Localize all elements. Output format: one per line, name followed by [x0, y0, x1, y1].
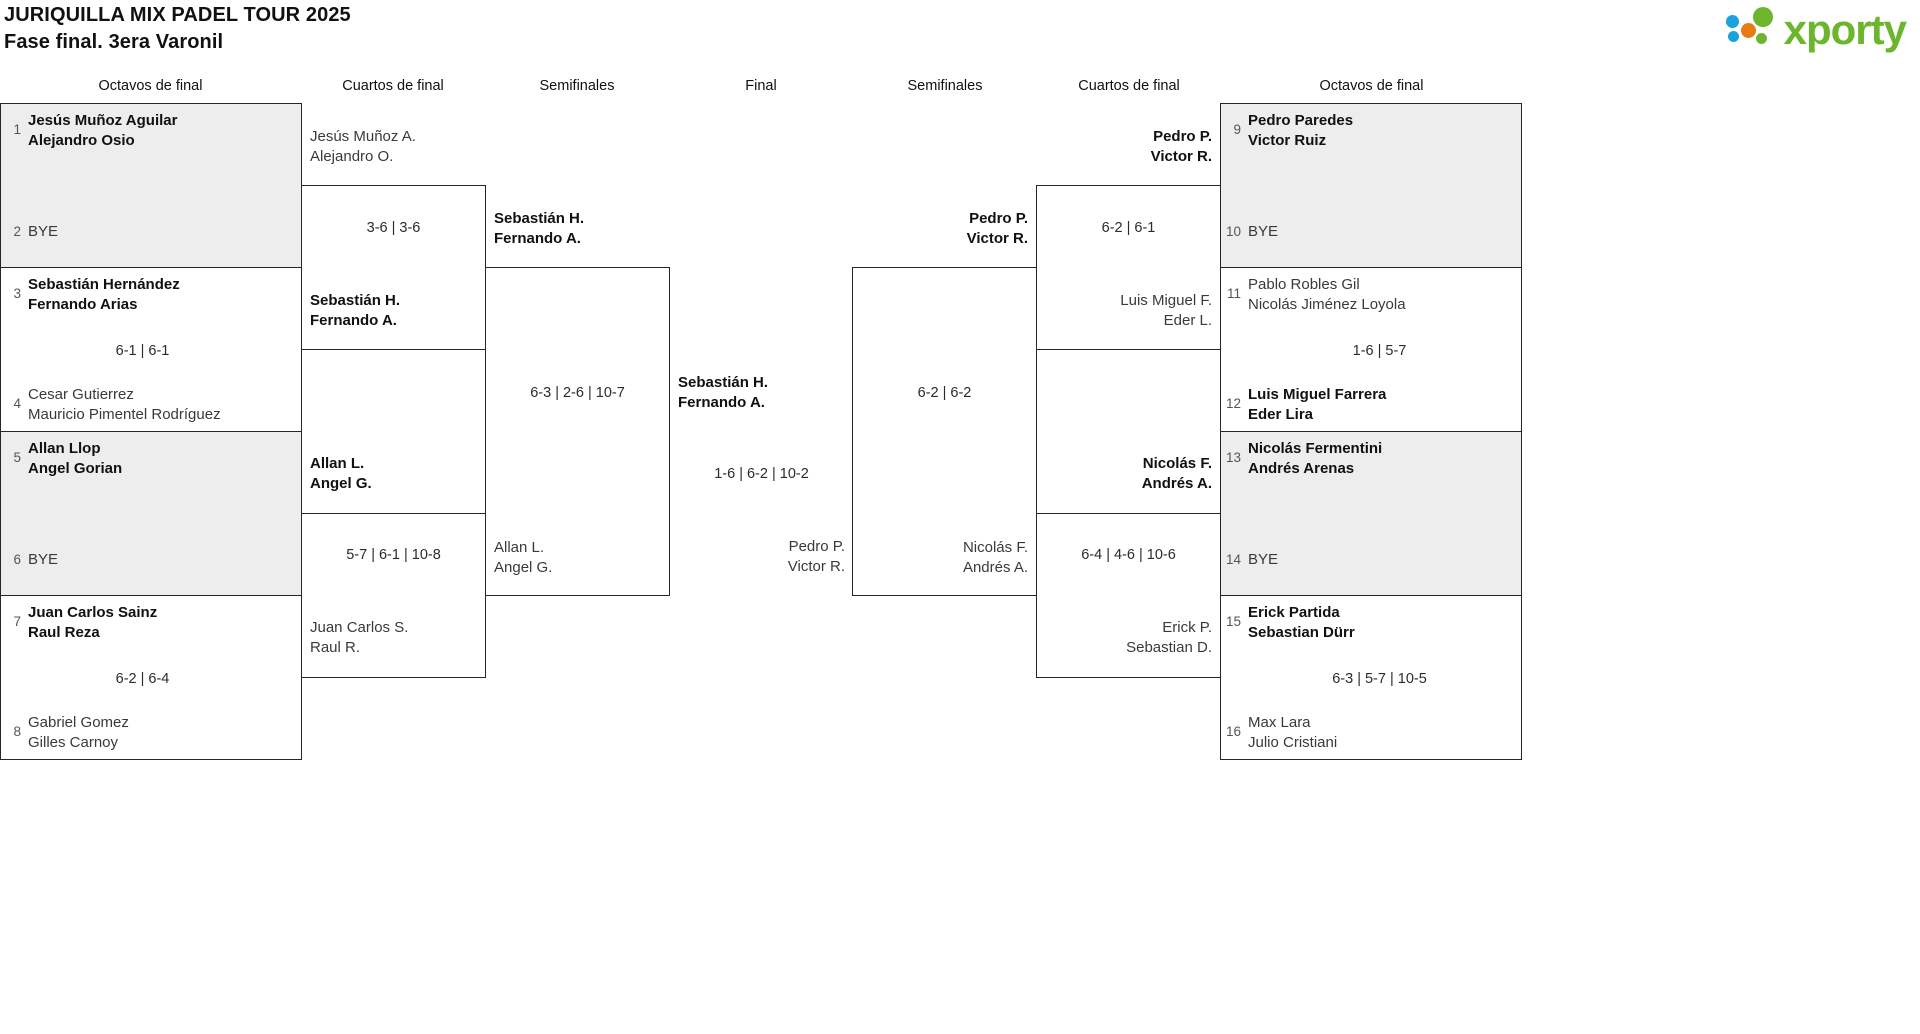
match-left-o4[interactable]: 7 Juan Carlos Sainz Raul Reza 6-2 | 6-4 …	[0, 595, 302, 760]
seed-number: 7	[13, 614, 21, 629]
team-name: Nicolás F. Andrés A.	[1141, 455, 1212, 492]
match-score: 6-2 | 6-4	[115, 671, 170, 687]
seed-number: 15	[1225, 614, 1241, 629]
team-name: Sebastián Hernández Fernando Arias	[28, 276, 180, 313]
team-name: Sebastián H. Fernando A.	[494, 210, 585, 247]
seed-number: 13	[1225, 450, 1241, 465]
team-name: Juan Carlos Sainz Raul Reza	[28, 604, 158, 641]
match-left-q2[interactable]: Allan L. Angel G. 5-7 | 6-1 | 10-8 Juan …	[301, 448, 486, 678]
team-name: Sebastián H. Fernando A.	[310, 292, 401, 329]
bracket-tree: 1 Jesús Muñoz Aguilar Alejandro Osio 2 B…	[0, 103, 1920, 763]
team-name: Pedro P. Victor R.	[787, 538, 845, 575]
round-header-right-semis: Semifinales	[907, 78, 983, 94]
team-name: Nicolás F. Andrés A.	[962, 539, 1028, 576]
match-score: 6-1 | 6-1	[115, 343, 170, 359]
seed-number: 14	[1225, 552, 1241, 567]
team-name: Sebastián H. Fernando A.	[678, 374, 769, 411]
match-score: 1-6 | 6-2 | 10-2	[714, 466, 809, 482]
match-score: 6-3 | 5-7 | 10-5	[1332, 671, 1427, 687]
match-right-q2[interactable]: Nicolás F. Andrés A. 6-4 | 4-6 | 10-6 Er…	[1036, 448, 1221, 678]
team-name: BYE	[28, 551, 59, 568]
team-name: Allan Llop Angel Gorian	[28, 440, 123, 477]
match-right-s1[interactable]: Pedro P. Victor R. 6-2 | 6-2 Nicolás F. …	[852, 203, 1037, 597]
match-box-right-o4[interactable]	[1220, 595, 1522, 760]
match-left-q1[interactable]: Jesús Muñoz A. Alejandro O. 3-6 | 3-6 Se…	[301, 121, 486, 351]
match-left-o3[interactable]: 5 Allan Llop Angel Gorian 6 BYE	[0, 431, 302, 596]
match-right-o3[interactable]: 13 Nicolás Fermentini Andrés Arenas 14 B…	[1220, 431, 1522, 596]
tournament-title: JURIQUILLA MIX PADEL TOUR 2025	[4, 4, 351, 26]
seed-number: 12	[1225, 396, 1241, 411]
match-score: 1-6 | 5-7	[1352, 343, 1407, 359]
team-name: Pablo Robles Gil Nicolás Jiménez Loyola	[1248, 276, 1406, 313]
match-score: 3-6 | 3-6	[366, 220, 421, 236]
seed-number: 6	[13, 552, 21, 567]
round-header-right-cuartos: Cuartos de final	[1078, 78, 1180, 94]
match-right-o4[interactable]: 15 Erick Partida Sebastian Dürr 6-3 | 5-…	[1220, 595, 1522, 760]
round-header-right-octavos: Octavos de final	[1319, 78, 1424, 94]
team-name: Cesar Gutierrez Mauricio Pimentel Rodríg…	[28, 386, 221, 423]
round-header-left-cuartos: Cuartos de final	[342, 78, 444, 94]
match-score: 6-3 | 2-6 | 10-7	[530, 385, 625, 401]
page-title: JURIQUILLA MIX PADEL TOUR 2025 Fase fina…	[4, 2, 351, 56]
team-name: Luis Miguel Farrera Eder Lira	[1248, 386, 1387, 423]
team-name: Pedro Paredes Victor Ruiz	[1248, 112, 1354, 149]
round-header-final: Final	[745, 78, 777, 94]
team-name: Allan L. Angel G.	[310, 455, 372, 492]
team-name: BYE	[28, 223, 59, 240]
match-score: 6-2 | 6-2	[917, 385, 972, 401]
team-name: BYE	[1248, 223, 1279, 240]
seed-number: 10	[1225, 224, 1241, 239]
match-left-s1[interactable]: Sebastián H. Fernando A. 6-3 | 2-6 | 10-…	[485, 203, 670, 597]
logo-wordmark: xporty	[1783, 6, 1907, 53]
match-box-right-o1[interactable]	[1220, 103, 1522, 268]
team-name: Nicolás Fermentini Andrés Arenas	[1248, 440, 1383, 477]
team-name: Gabriel Gomez Gilles Carnoy	[28, 714, 129, 751]
team-name: Luis Miguel F. Eder L.	[1120, 292, 1212, 329]
match-right-q1[interactable]: Pedro P. Victor R. 6-2 | 6-1 Luis Miguel…	[1036, 121, 1221, 351]
match-score: 6-4 | 4-6 | 10-6	[1081, 547, 1176, 563]
match-final[interactable]: Sebastián H. Fernando A. 1-6 | 6-2 | 10-…	[669, 367, 854, 697]
team-name: Pedro P. Victor R.	[1150, 128, 1212, 165]
seed-number: 1	[13, 122, 21, 137]
team-name: Juan Carlos S. Raul R.	[310, 619, 409, 656]
seed-number: 4	[13, 396, 21, 411]
seed-number: 16	[1225, 724, 1241, 739]
match-left-o2[interactable]: 3 Sebastián Hernández Fernando Arias 6-1…	[0, 267, 302, 432]
team-name: Max Lara Julio Cristiani	[1248, 714, 1338, 751]
seed-number: 5	[13, 450, 21, 465]
seed-number: 9	[1233, 122, 1241, 137]
match-box-left-s1[interactable]	[485, 267, 670, 596]
seed-number: 11	[1226, 286, 1241, 301]
tournament-subtitle: Fase final. 3era Varonil	[4, 31, 224, 53]
seed-number: 3	[13, 286, 21, 301]
xporty-logo: xporty	[1725, 6, 1907, 54]
match-score: 5-7 | 6-1 | 10-8	[346, 547, 441, 563]
team-name: Pedro P. Victor R.	[966, 210, 1028, 247]
team-name: Jesús Muñoz Aguilar Alejandro Osio	[28, 112, 178, 149]
team-name: Jesús Muñoz A. Alejandro O.	[310, 128, 416, 165]
match-right-o1[interactable]: 9 Pedro Paredes Victor Ruiz 10 BYE	[1220, 103, 1522, 268]
seed-number: 2	[13, 224, 21, 239]
match-box-left-o3[interactable]	[0, 431, 302, 596]
logo-dots-icon	[1725, 6, 1780, 54]
match-box-left-o1[interactable]	[0, 103, 302, 268]
team-name: BYE	[1248, 551, 1279, 568]
round-header-left-semis: Semifinales	[539, 78, 615, 94]
team-name: Erick P. Sebastian D.	[1126, 619, 1212, 656]
team-name: Erick Partida Sebastian Dürr	[1248, 604, 1355, 641]
match-right-o2[interactable]: 11 Pablo Robles Gil Nicolás Jiménez Loyo…	[1220, 267, 1522, 432]
match-left-o1[interactable]: 1 Jesús Muñoz Aguilar Alejandro Osio 2 B…	[0, 103, 302, 268]
seed-number: 8	[13, 724, 21, 739]
team-name: Allan L. Angel G.	[494, 539, 553, 576]
match-box-right-s1[interactable]	[852, 267, 1037, 596]
round-header-left-octavos: Octavos de final	[98, 78, 203, 94]
match-score: 6-2 | 6-1	[1101, 220, 1156, 236]
